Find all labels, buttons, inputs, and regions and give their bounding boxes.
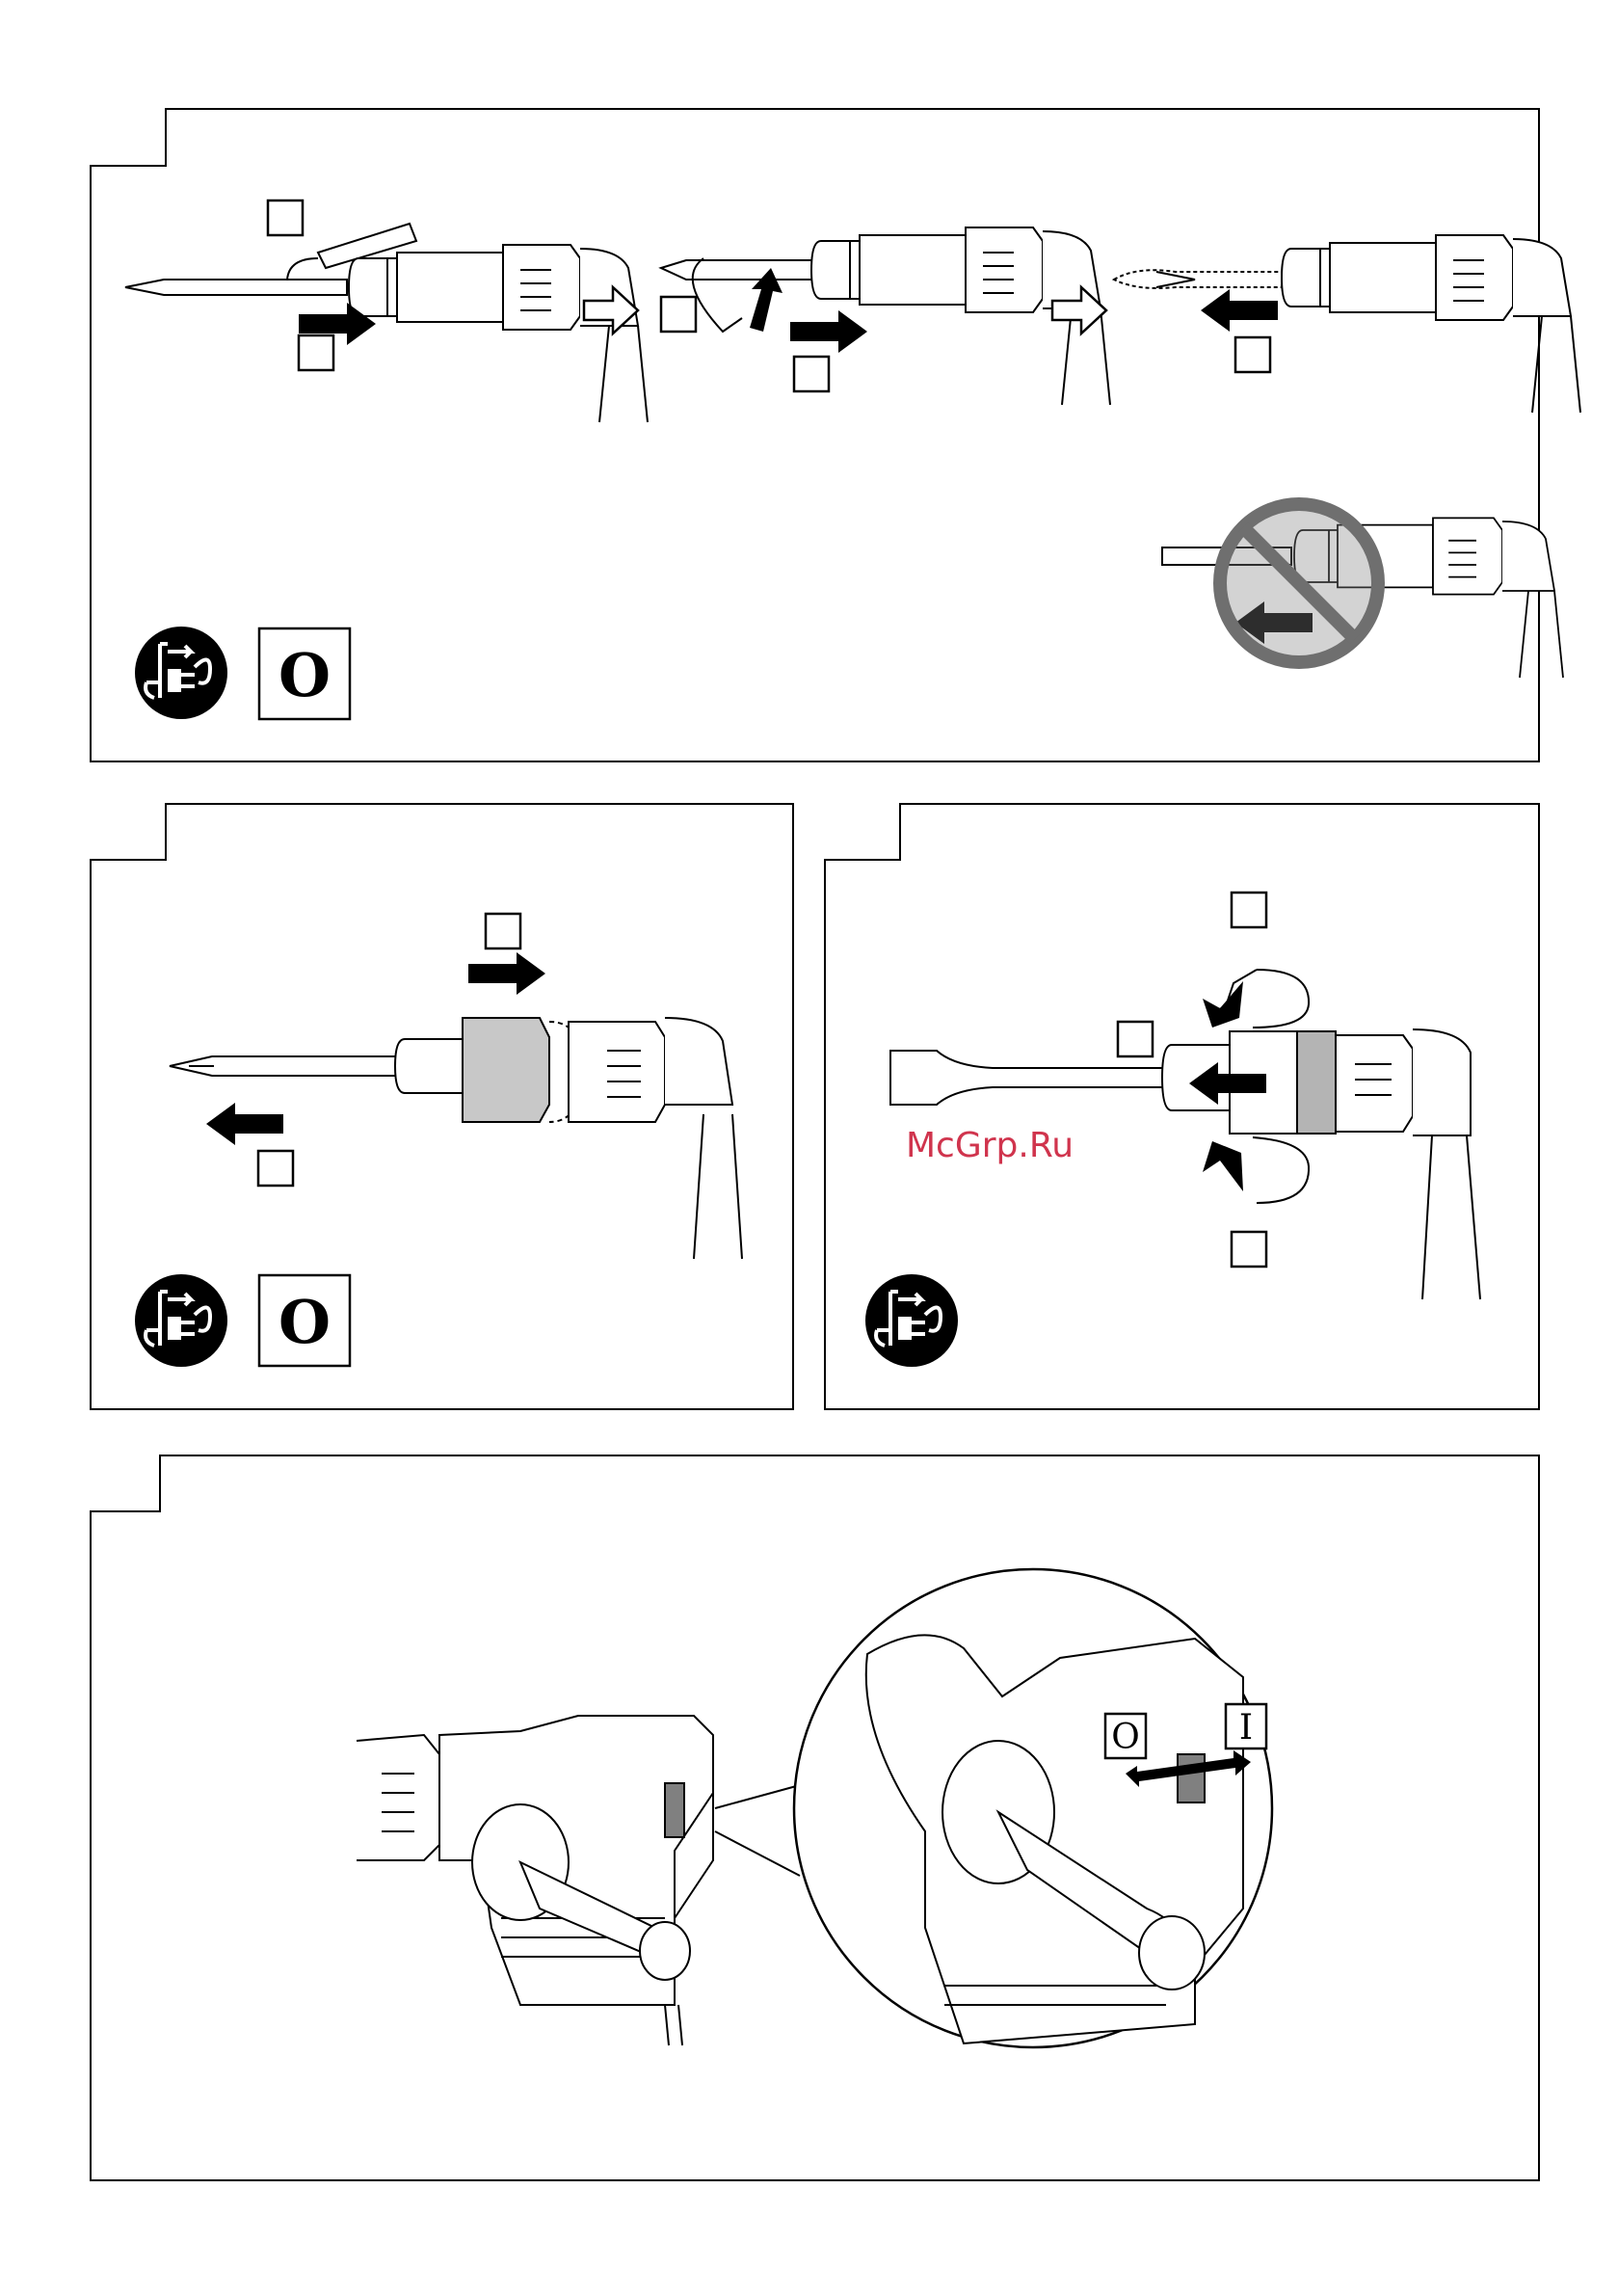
unplug-before-work-icon — [135, 627, 227, 719]
switch-off-label: O — [279, 1287, 331, 1357]
switch-off-symbol: O — [259, 1275, 350, 1366]
step-1-illustration — [125, 200, 648, 422]
switch-on-symbol: I — [1226, 1704, 1266, 1749]
switch-off-label: O — [279, 640, 331, 710]
step-2-illustration — [661, 227, 1110, 405]
panel-3: McGrp.Ru — [825, 804, 1539, 1409]
panel-1: O — [91, 109, 1580, 761]
switch-off-symbol: O — [1105, 1714, 1146, 1758]
prohibited-sign-icon — [1220, 504, 1378, 662]
hammer-overview-illustration — [357, 1716, 800, 2045]
insert-chisel-illustration — [170, 914, 742, 1259]
switch-detail-zoom: O I — [794, 1569, 1272, 2047]
step-3-illustration — [1114, 235, 1580, 413]
remove-chisel-illustration — [890, 893, 1480, 1299]
switch-on-label: I — [1239, 1708, 1253, 1748]
prohibited-pull-illustration — [1162, 504, 1563, 678]
panel-4: O I — [91, 1455, 1539, 2180]
panel-2: O — [91, 804, 793, 1409]
unplug-before-work-icon — [135, 1274, 227, 1367]
unplug-before-work-icon — [865, 1274, 958, 1367]
switch-off-symbol: O — [259, 628, 350, 719]
switch-off-label: O — [1111, 1718, 1140, 1757]
watermark: McGrp.Ru — [906, 1126, 1074, 1165]
